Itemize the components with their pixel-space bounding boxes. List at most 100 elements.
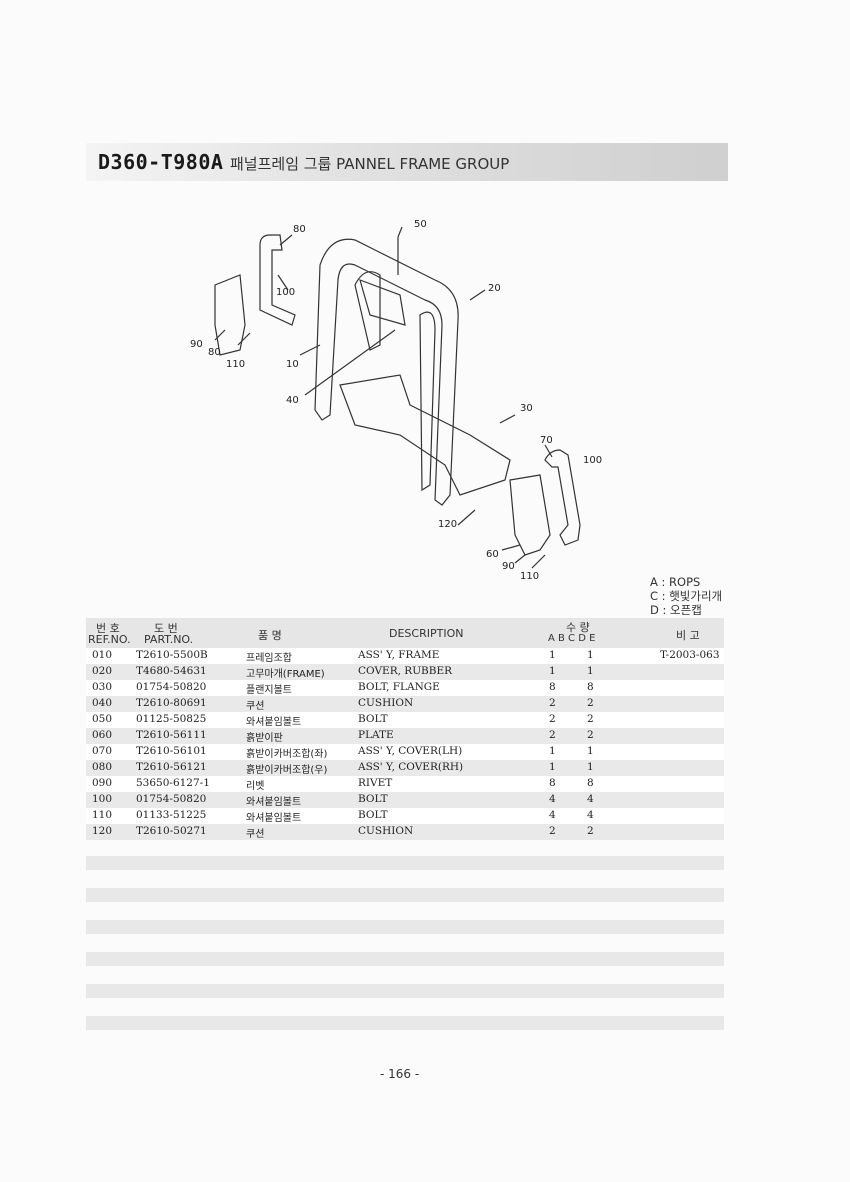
header-ref-kor: 번 호 bbox=[96, 622, 120, 635]
cell-part-number: 01754-50820 bbox=[136, 681, 207, 693]
cell-qty-c: 8 bbox=[587, 681, 594, 693]
cell-part-number: 01133-51225 bbox=[136, 809, 207, 821]
callout-80-left: 80 bbox=[208, 347, 221, 358]
cell-korean-name: 프레임조합 bbox=[246, 653, 292, 664]
cell-ref-number: 040 bbox=[92, 697, 113, 709]
cell-qty-c: 2 bbox=[587, 825, 594, 837]
header-qty-cols: A B C D E bbox=[548, 633, 596, 644]
table-row-blank bbox=[86, 952, 724, 966]
cell-ref-number: 060 bbox=[92, 729, 113, 741]
cell-description: COVER, RUBBER bbox=[358, 665, 453, 677]
cell-part-number: 53650-6127-1 bbox=[136, 777, 210, 789]
group-code: D360-T980A bbox=[98, 150, 224, 174]
cell-part-number: 01754-50820 bbox=[136, 793, 207, 805]
legend-item-d: D : 오픈캡 bbox=[650, 603, 702, 617]
cell-ref-number: 090 bbox=[92, 777, 113, 789]
cell-korean-name: 고무마개(FRAME) bbox=[246, 669, 325, 680]
cell-qty-a: 2 bbox=[549, 713, 556, 725]
cell-qty-a: 4 bbox=[549, 809, 556, 821]
callout-110-right: 110 bbox=[520, 571, 539, 582]
cell-qty-a: 1 bbox=[549, 665, 556, 677]
cell-description: ASS' Y, COVER(LH) bbox=[358, 745, 463, 757]
cell-qty-a: 2 bbox=[549, 729, 556, 741]
cell-korean-name: 흙받이카버조합(좌) bbox=[246, 749, 328, 760]
left-cover-plate bbox=[214, 274, 246, 356]
table-header: 번 호 REF.NO. 도 번 PART.NO. 품 명 DESCRIPTION… bbox=[86, 618, 724, 648]
cell-qty-a: 2 bbox=[549, 697, 556, 709]
cell-ref-number: 120 bbox=[92, 825, 113, 837]
callout-60: 60 bbox=[486, 549, 499, 560]
main-frame bbox=[314, 238, 459, 506]
cell-ref-number: 020 bbox=[92, 665, 113, 677]
callout-120: 120 bbox=[438, 519, 457, 530]
cell-qty-a: 8 bbox=[549, 681, 556, 693]
callout-80-top: 80 bbox=[293, 224, 306, 235]
table-row-blank bbox=[86, 984, 724, 998]
legend-item-c: C : 햇빛가리개 bbox=[650, 589, 723, 603]
parts-table: 010 T2610-5500B 프레임조합 ASS' Y, FRAME 1 1 T-2003… bbox=[86, 648, 724, 840]
callout-30: 30 bbox=[520, 403, 533, 414]
header-part: PART.NO. bbox=[144, 633, 194, 646]
cell-qty-c: 1 bbox=[587, 665, 594, 677]
callout-20: 20 bbox=[488, 283, 501, 294]
header-name-kor: 품 명 bbox=[258, 629, 282, 642]
callout-110-left: 110 bbox=[226, 359, 245, 370]
cell-korean-name: 플랜지볼트 bbox=[246, 685, 292, 696]
header-description: DESCRIPTION bbox=[389, 627, 464, 640]
cell-ref-number: 070 bbox=[92, 745, 113, 757]
cell-description: BOLT, FLANGE bbox=[358, 681, 440, 693]
cell-qty-c: 8 bbox=[587, 777, 594, 789]
legend-item-a: A : ROPS bbox=[650, 575, 701, 589]
cell-description: CUSHION bbox=[358, 825, 414, 837]
callout-50: 50 bbox=[414, 219, 427, 230]
table-row-blank bbox=[86, 856, 724, 870]
cell-description: BOLT bbox=[358, 809, 388, 821]
cell-part-number: 01125-50825 bbox=[136, 713, 207, 725]
cell-description: ASS' Y, COVER(RH) bbox=[358, 761, 464, 773]
table-row-blank bbox=[86, 920, 724, 934]
header-qty-kor: 수 량 bbox=[566, 621, 590, 634]
cell-description: ASS' Y, FRAME bbox=[358, 649, 440, 661]
callout-100-left: 100 bbox=[276, 287, 295, 298]
diagram-drawing bbox=[214, 226, 581, 569]
header-part-kor: 도 번 bbox=[154, 622, 178, 635]
cell-ref-number: 080 bbox=[92, 761, 113, 773]
cell-qty-c: 2 bbox=[587, 697, 594, 709]
cell-korean-name: 쿠션 bbox=[246, 701, 265, 712]
cell-korean-name: 쿠션 bbox=[246, 829, 265, 840]
cell-part-number: T2610-56121 bbox=[136, 761, 207, 773]
cell-qty-a: 4 bbox=[549, 793, 556, 805]
cell-qty-a: 1 bbox=[549, 761, 556, 773]
header-note-kor: 비 고 bbox=[676, 629, 700, 642]
cell-qty-a: 2 bbox=[549, 825, 556, 837]
cell-qty-c: 2 bbox=[587, 729, 594, 741]
left-bracket bbox=[259, 234, 296, 326]
cell-korean-name: 와셔붙임볼트 bbox=[246, 813, 302, 824]
cell-ref-number: 100 bbox=[92, 793, 113, 805]
cell-korean-name: 와셔붙임볼트 bbox=[246, 717, 302, 728]
upper-plate bbox=[359, 279, 406, 326]
cell-part-number: T2610-56101 bbox=[136, 745, 207, 757]
table-row: 070 T2610-56101 흙받이카버조합(좌) ASS' Y, COVER(LH… bbox=[86, 744, 724, 760]
cell-part-number: T2610-80691 bbox=[136, 697, 207, 709]
cell-qty-a: 1 bbox=[549, 745, 556, 757]
base-plate bbox=[339, 374, 511, 496]
callout-10: 10 bbox=[286, 359, 299, 370]
cell-qty-a: 8 bbox=[549, 777, 556, 789]
cell-ref-number: 050 bbox=[92, 713, 113, 725]
cell-qty-c: 1 bbox=[587, 745, 594, 757]
cell-korean-name: 흙받이판 bbox=[246, 733, 283, 744]
cell-description: BOLT bbox=[358, 793, 388, 805]
cell-ref-number: 010 bbox=[92, 649, 113, 661]
cell-note: T-2003-063 bbox=[660, 649, 720, 661]
model-legend: A : ROPS C : 햇빛가리개 D : 오픈캡 bbox=[650, 575, 740, 617]
cell-part-number: T2610-5500B bbox=[136, 649, 208, 661]
